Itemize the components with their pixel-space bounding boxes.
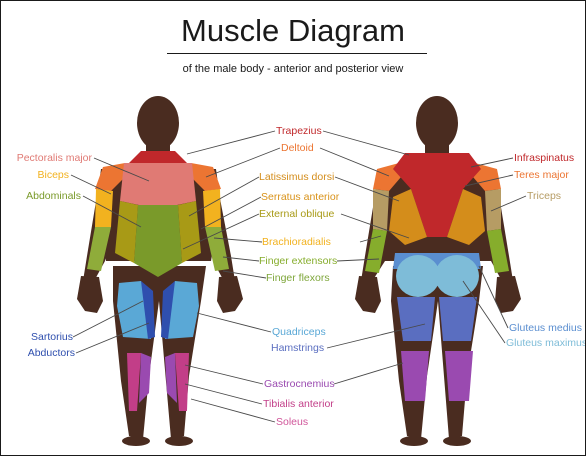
posterior-figure: [355, 96, 521, 446]
front-pectoralis: [120, 163, 196, 209]
label-gastrocnemius: Gastrocnemius: [264, 378, 335, 390]
front-gastrocnemius-right: [165, 353, 177, 403]
label-hamstrings: Hamstrings: [271, 342, 324, 354]
front-gastrocnemius-left: [139, 353, 151, 403]
label-sartorius: Sartorius: [31, 331, 73, 343]
label-external-oblique: External oblique: [259, 208, 334, 220]
label-teres-major: Teres major: [514, 169, 569, 181]
back-gastrocnemius-left: [401, 351, 429, 401]
label-gluteus-maximus: Gluteus maximus: [506, 337, 586, 349]
back-gastrocnemius-right: [445, 351, 473, 401]
label-abductors: Abductors: [28, 347, 75, 359]
label-tibialis-anterior: Tibialis anterior: [263, 398, 334, 410]
label-gluteus-medius: Gluteus medius: [509, 322, 582, 334]
back-hamstrings-right: [439, 297, 477, 341]
label-finger-extensors: Finger extensors: [259, 255, 337, 267]
label-triceps: Triceps: [527, 190, 561, 202]
label-soleus: Soleus: [276, 416, 308, 428]
back-gluteus-maximus-left: [396, 255, 440, 297]
label-finger-flexors: Finger flexors: [266, 272, 330, 284]
label-biceps: Biceps: [37, 169, 69, 181]
front-biceps-right: [203, 189, 221, 227]
front-abdominals: [134, 205, 182, 277]
label-serratus-anterior: Serratus anterior: [261, 191, 339, 203]
back-triceps-left: [373, 189, 389, 231]
front-trapezius: [127, 151, 189, 165]
label-latissimus-dorsi: Latissimus dorsi: [259, 171, 334, 183]
anterior-figure: [77, 96, 243, 446]
front-biceps-left: [95, 189, 113, 227]
label-trapezius: Trapezius: [276, 125, 322, 137]
label-infraspinatus: Infraspinatus: [514, 152, 574, 164]
back-gluteus-maximus-right: [435, 255, 479, 297]
label-abdominals: Abdominals: [26, 190, 81, 202]
label-quadriceps: Quadriceps: [272, 326, 326, 338]
label-pectoralis-major: Pectoralis major: [17, 152, 92, 164]
back-hamstrings-left: [397, 297, 435, 341]
label-brachioradialis: Brachioradialis: [262, 236, 331, 248]
label-deltoid: Deltoid: [281, 142, 314, 154]
